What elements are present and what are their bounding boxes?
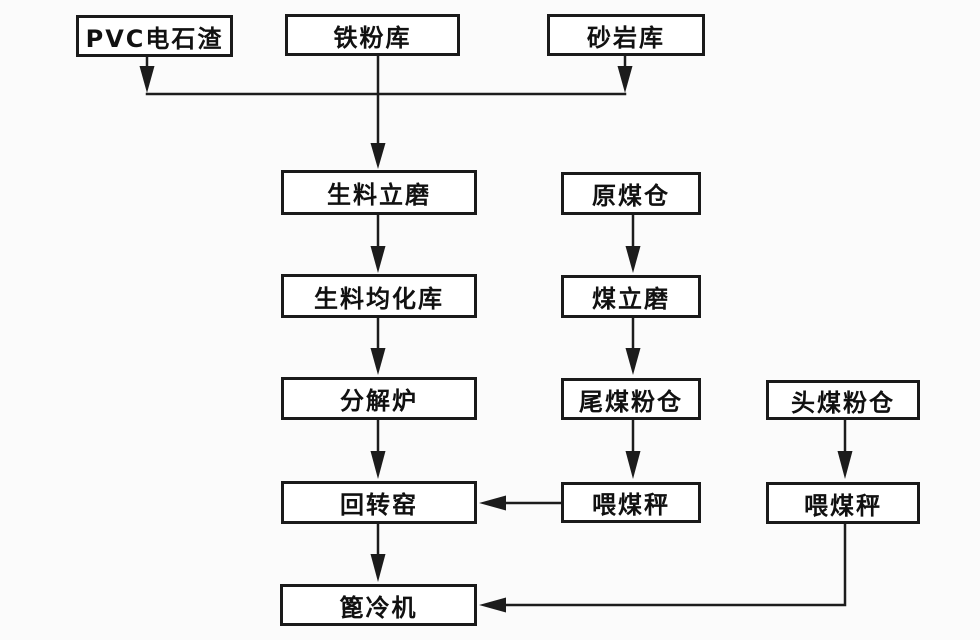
node-rotary-kiln: 回转窑	[281, 481, 477, 524]
arrowhead-down-icon	[370, 554, 386, 582]
arrowhead-left-icon	[479, 597, 506, 613]
arrowhead-down-icon	[139, 66, 155, 93]
node-raw-coal-bunker: 原煤仓	[561, 172, 701, 215]
node-tail-coal-powder-bunker: 尾煤粉仓	[561, 378, 701, 420]
node-sandstone-silo: 砂岩库	[547, 14, 705, 56]
node-raw-meal-mill: 生料立磨	[281, 170, 477, 215]
arrowhead-left-icon	[479, 495, 506, 511]
arrowhead-down-icon	[625, 246, 641, 273]
arrowhead-down-icon	[625, 451, 641, 479]
node-coal-mill: 煤立磨	[561, 275, 701, 318]
arrowhead-down-icon	[617, 66, 633, 93]
node-iron-powder-silo: 铁粉库	[285, 14, 460, 56]
arrowhead-down-icon	[370, 246, 386, 273]
arrowhead-down-icon	[370, 348, 386, 375]
edge-scale-to-cooler	[503, 524, 847, 607]
node-calciner: 分解炉	[281, 377, 477, 420]
node-pvc-carbide-slag: PVC电石渣	[76, 15, 233, 57]
node-tail-coal-feeding-scale: 喂煤秤	[561, 482, 701, 523]
node-raw-meal-homogenization-silo: 生料均化库	[281, 274, 477, 318]
node-head-coal-powder-bunker: 头煤粉仓	[766, 380, 920, 420]
arrowhead-down-icon	[837, 451, 853, 479]
node-grate-cooler: 篦冷机	[280, 584, 477, 626]
node-head-coal-feeding-scale: 喂煤秤	[766, 482, 920, 524]
arrowhead-down-icon	[625, 348, 641, 375]
arrowhead-down-icon	[370, 451, 386, 479]
arrowhead-down-icon	[370, 143, 386, 169]
